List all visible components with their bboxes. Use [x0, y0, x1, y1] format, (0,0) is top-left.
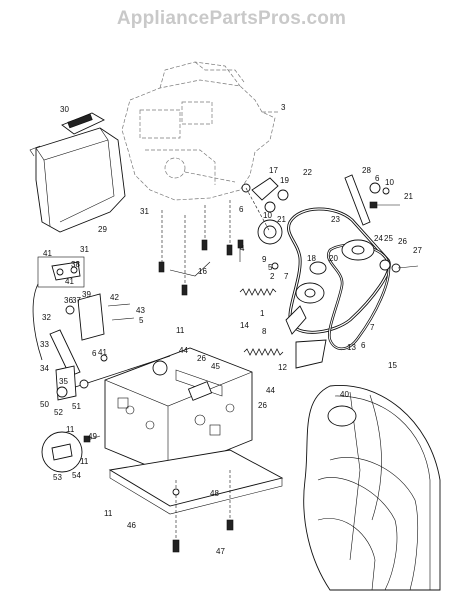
callout-49: 49 — [88, 432, 97, 441]
callout-3: 3 — [281, 103, 286, 112]
callout-44: 44 — [179, 346, 188, 355]
callout-54: 54 — [72, 471, 81, 480]
callout-11: 11 — [80, 457, 89, 466]
idler-assembly — [237, 177, 289, 270]
callout-11: 11 — [104, 509, 113, 518]
callout-32: 32 — [42, 313, 51, 322]
callout-45: 45 — [211, 362, 220, 371]
callout-41: 41 — [65, 277, 74, 286]
callout-7: 7 — [284, 272, 289, 281]
callout-34: 34 — [40, 364, 49, 373]
engine-outline — [121, 61, 280, 201]
callout-33: 33 — [40, 340, 49, 349]
callout-14: 14 — [240, 321, 249, 330]
callout-26: 26 — [197, 354, 206, 363]
callout-26: 26 — [258, 401, 267, 410]
callout-50: 50 — [40, 400, 49, 409]
callout-15: 15 — [388, 361, 397, 370]
callout-30: 30 — [60, 105, 69, 114]
callout-44: 44 — [266, 386, 275, 395]
callout-18: 18 — [307, 254, 316, 263]
bottom-plate — [108, 449, 284, 553]
callout-9: 9 — [262, 255, 267, 264]
callout-21: 21 — [277, 215, 286, 224]
callout-13: 13 — [347, 343, 356, 352]
callout-5: 5 — [268, 263, 273, 272]
callout-35: 35 — [59, 377, 68, 386]
callout-23: 23 — [331, 215, 340, 224]
callout-11: 11 — [176, 326, 185, 335]
callout-6: 6 — [361, 341, 366, 350]
callout-6: 6 — [92, 349, 97, 358]
callout-20: 20 — [329, 254, 338, 263]
callout-51: 51 — [72, 402, 81, 411]
callout-6: 6 — [375, 174, 380, 183]
callout-28: 28 — [362, 166, 371, 175]
auger-pulley-parts — [344, 174, 419, 273]
callout-21: 21 — [404, 192, 413, 201]
callout-52: 52 — [54, 408, 63, 417]
callout-41: 41 — [43, 249, 52, 258]
callout-labels: 30 3 31 29 31 17 22 19 28 6 10 6 10 21 2… — [40, 103, 422, 556]
callout-36: 36 — [64, 296, 73, 305]
left-shaft-assembly — [49, 329, 171, 401]
callout-2: 2 — [270, 272, 275, 281]
callout-25: 25 — [384, 234, 393, 243]
callout-38: 38 — [71, 260, 80, 269]
engine-bolts — [158, 200, 233, 296]
callout-48: 48 — [210, 489, 219, 498]
callout-12: 12 — [278, 363, 287, 372]
callout-10: 10 — [385, 178, 394, 187]
callout-24: 24 — [374, 234, 383, 243]
callout-39: 39 — [82, 290, 91, 299]
auger-housing — [303, 384, 441, 591]
left-bracket-parts — [32, 256, 135, 361]
callout-46: 46 — [127, 521, 136, 530]
detail-circle — [41, 431, 101, 473]
callout-41: 41 — [98, 348, 107, 357]
callout-1: 1 — [260, 309, 265, 318]
callout-37: 37 — [72, 296, 81, 305]
callout-16: 16 — [198, 267, 207, 276]
callout-31: 31 — [80, 245, 89, 254]
callout-43: 43 — [136, 306, 145, 315]
watermark-text: AppliancePartsPros.com — [116, 8, 347, 29]
callout-6: 6 — [239, 205, 244, 214]
callout-40: 40 — [340, 390, 349, 399]
callout-26: 26 — [398, 237, 407, 246]
callout-42: 42 — [110, 293, 119, 302]
callout-8: 8 — [262, 327, 267, 336]
callout-29: 29 — [98, 225, 107, 234]
callout-27: 27 — [413, 246, 422, 255]
callout-10: 10 — [263, 211, 272, 220]
callout-4: 4 — [240, 244, 245, 253]
callout-5: 5 — [139, 316, 144, 325]
callout-31: 31 — [140, 207, 149, 216]
callout-19: 19 — [280, 176, 289, 185]
springs — [239, 288, 327, 369]
callout-22: 22 — [303, 168, 312, 177]
callout-7: 7 — [370, 323, 375, 332]
belt-cover — [29, 112, 126, 233]
callout-53: 53 — [53, 473, 62, 482]
callout-11: 11 — [66, 425, 75, 434]
drive-belts — [287, 207, 391, 351]
callout-17: 17 — [269, 166, 278, 175]
callout-47: 47 — [216, 547, 225, 556]
frame-housing — [104, 347, 253, 475]
